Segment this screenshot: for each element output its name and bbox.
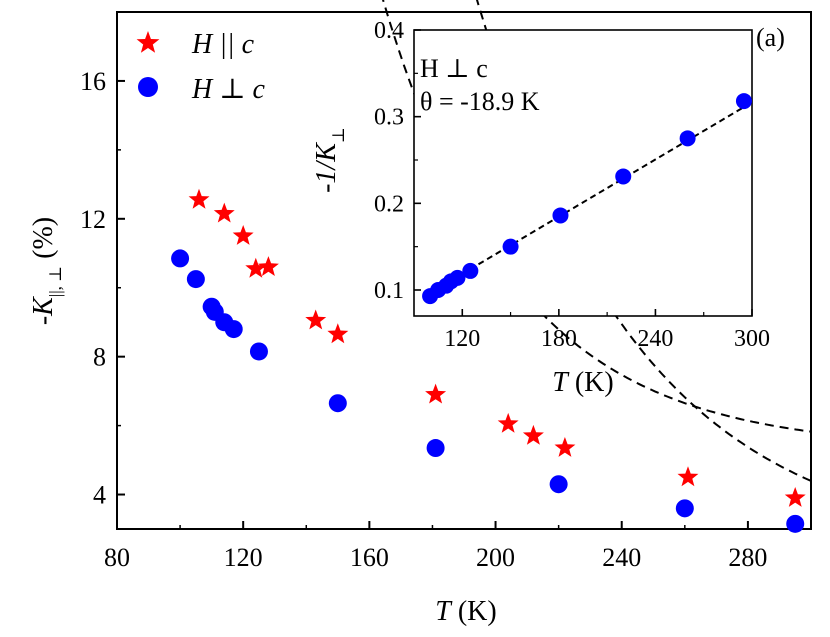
inset-x-tick-label: 180 <box>541 326 577 352</box>
inset-circle-point-5 <box>462 262 479 279</box>
star-point-5 <box>305 309 327 330</box>
inset-data-markers <box>422 93 752 305</box>
inset-circle-point-9 <box>679 130 696 147</box>
star-point-6 <box>327 323 349 344</box>
main-data-markers <box>171 188 806 533</box>
y-tick-label: 4 <box>93 481 106 510</box>
main-x-axis-var: T <box>435 596 453 627</box>
star-point-2 <box>232 225 254 245</box>
circle-point-7 <box>328 394 347 413</box>
y-tick-label: 8 <box>93 343 106 372</box>
x-tick-label: 120 <box>224 543 263 572</box>
inset-annotation-theta: θ = -18.9 K <box>420 87 540 116</box>
inset-x-axis-unit: (K) <box>568 367 614 398</box>
inset-x-tick-label: 240 <box>637 326 673 352</box>
inset-y-tick-label: 0.4 <box>374 18 404 44</box>
star-point-1 <box>213 202 235 223</box>
inset-circle-point-6 <box>502 238 519 255</box>
star-point-7 <box>425 383 447 404</box>
inset-circle-point-8 <box>615 168 632 185</box>
star-point-3 <box>245 257 267 278</box>
inset-annotation-field: H ⊥ c <box>420 54 488 83</box>
y-tick-label: 12 <box>80 205 106 234</box>
main-x-axis-title: T (K) <box>435 596 496 627</box>
circle-point-8 <box>426 439 445 458</box>
legend-circle <box>138 77 158 97</box>
inset-y-tick-label: 0.1 <box>374 278 404 304</box>
x-tick-label: 280 <box>728 543 767 572</box>
circle-point-10 <box>675 499 694 518</box>
x-tick-label: 80 <box>104 543 130 572</box>
main-x-axis-unit: (K) <box>451 596 497 627</box>
inset-y-tick-label: 0.3 <box>374 105 404 131</box>
circle-point-9 <box>549 475 568 494</box>
circle-point-5 <box>224 320 243 339</box>
star-point-9 <box>522 424 544 445</box>
x-tick-label: 240 <box>602 543 641 572</box>
legend-circle-marker <box>138 77 158 97</box>
inset-y-axis-var: -1/K <box>311 142 342 193</box>
inset-y-tick-label: 0.2 <box>374 191 404 217</box>
inset-y-axis-title: -1/K⊥ <box>311 127 348 193</box>
legend-star <box>136 31 160 53</box>
inset-x-tick-label: 300 <box>734 326 770 352</box>
inset-x-axis-var: T <box>552 367 570 398</box>
star-point-8 <box>497 412 519 433</box>
main-y-axis-unit: (%) <box>28 217 59 266</box>
circle-point-11 <box>786 514 805 533</box>
legend-label-h-parallel-c: H || c <box>191 29 255 60</box>
x-tick-label: 200 <box>476 543 515 572</box>
legend-label-h-perp-c: H ⊥ c <box>191 74 266 105</box>
main-axis-ticks: 80 120 160 200 240 280 4 8 12 16 <box>80 67 767 572</box>
inset-circle-point-10 <box>735 93 752 110</box>
main-y-axis-var: -K <box>28 296 59 325</box>
inset-axis-ticks: 120 180 240 300 0.1 0.2 0.3 0.4 <box>374 18 770 352</box>
inset-x-tick-label: 120 <box>444 326 480 352</box>
main-plot-frame <box>116 11 812 530</box>
star-point-12 <box>784 487 806 507</box>
star-point-10 <box>554 437 576 457</box>
main-y-axis-title: -K||, ⊥ (%) <box>28 217 65 325</box>
panel-label: (a) <box>756 23 785 52</box>
y-tick-label: 16 <box>80 67 106 96</box>
star-point-4 <box>258 256 279 276</box>
inset-circle-point-7 <box>552 207 569 224</box>
circle-point-6 <box>249 342 268 361</box>
x-tick-label: 160 <box>350 543 389 572</box>
legend-star-marker <box>136 31 160 53</box>
star-point-11 <box>677 466 699 487</box>
inset-circle-point-4 <box>449 269 466 286</box>
legend: H || c H ⊥ c <box>136 29 266 105</box>
star-point-0 <box>188 188 210 209</box>
circle-point-1 <box>186 270 205 289</box>
circle-point-0 <box>171 249 190 268</box>
inset-y-axis-subscript: ⊥ <box>329 127 348 143</box>
inset-x-axis-title: T (K) <box>552 367 613 398</box>
main-y-axis-subscript: ||, ⊥ <box>46 266 65 297</box>
